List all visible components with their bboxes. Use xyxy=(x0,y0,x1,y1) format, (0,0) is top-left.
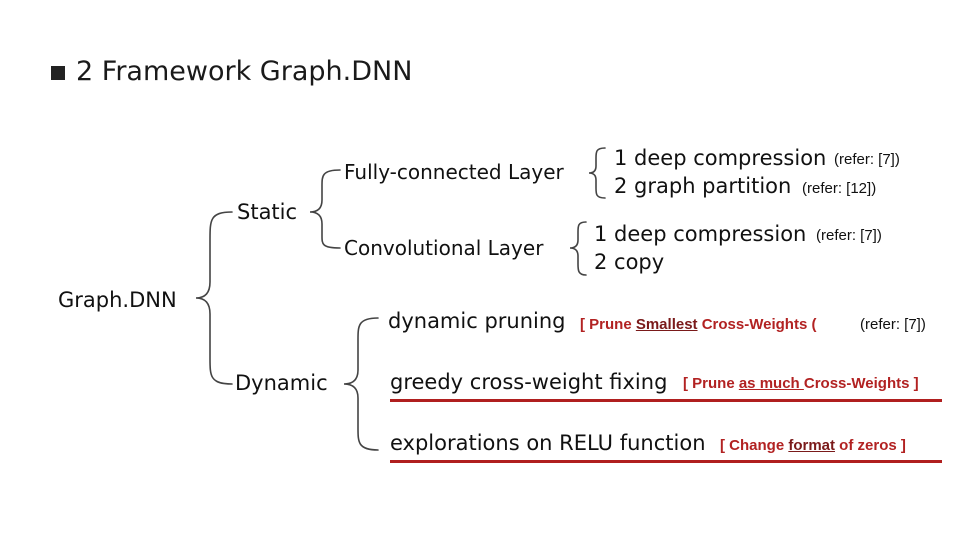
fc-item-2: 2 graph partition xyxy=(614,174,792,198)
conv-item-2: 2 copy xyxy=(594,250,665,274)
slide-title: 2 Framework Graph.DNN xyxy=(76,56,413,87)
greedy-emphasis-underline xyxy=(390,399,942,402)
fully-connected-node: Fully-connected Layer xyxy=(344,160,564,184)
root-node: Graph.DNN xyxy=(58,288,177,312)
pruning-ref: (refer: [7]) xyxy=(860,316,926,333)
fc-item-1: 1 deep compression xyxy=(614,146,827,170)
root-brace xyxy=(195,211,233,385)
dynamic-node: Dynamic xyxy=(235,371,328,395)
greedy-note-highlight: as much xyxy=(738,375,804,392)
dynamic-item-greedy: greedy cross-weight fixing xyxy=(390,370,668,394)
static-node: Static xyxy=(237,200,298,224)
fc-item-1-ref: (refer: [7]) xyxy=(834,151,900,168)
conv-item-1-ref: (refer: [7]) xyxy=(816,227,882,244)
convolutional-node: Convolutional Layer xyxy=(344,236,544,260)
dynamic-item-relu: explorations on RELU function xyxy=(390,431,706,455)
dynamic-brace xyxy=(343,317,379,451)
pruning-note: [ Prune Smallest Cross-Weights ( xyxy=(580,316,817,333)
static-brace xyxy=(309,169,341,249)
conv-item-1: 1 deep compression xyxy=(594,222,807,246)
dynamic-item-pruning: dynamic pruning xyxy=(388,309,566,333)
conv-brace xyxy=(569,221,587,276)
relu-note: [ Change format of zeros ] xyxy=(720,437,906,454)
relu-note-highlight: format xyxy=(788,437,836,454)
title-bullet xyxy=(51,66,65,80)
fc-item-2-ref: (refer: [12]) xyxy=(802,180,877,197)
relu-emphasis-underline xyxy=(390,460,942,463)
greedy-note: [ Prune as much Cross-Weights ] xyxy=(683,375,919,392)
pruning-note-highlight: Smallest xyxy=(635,316,698,333)
fc-brace xyxy=(588,147,606,199)
